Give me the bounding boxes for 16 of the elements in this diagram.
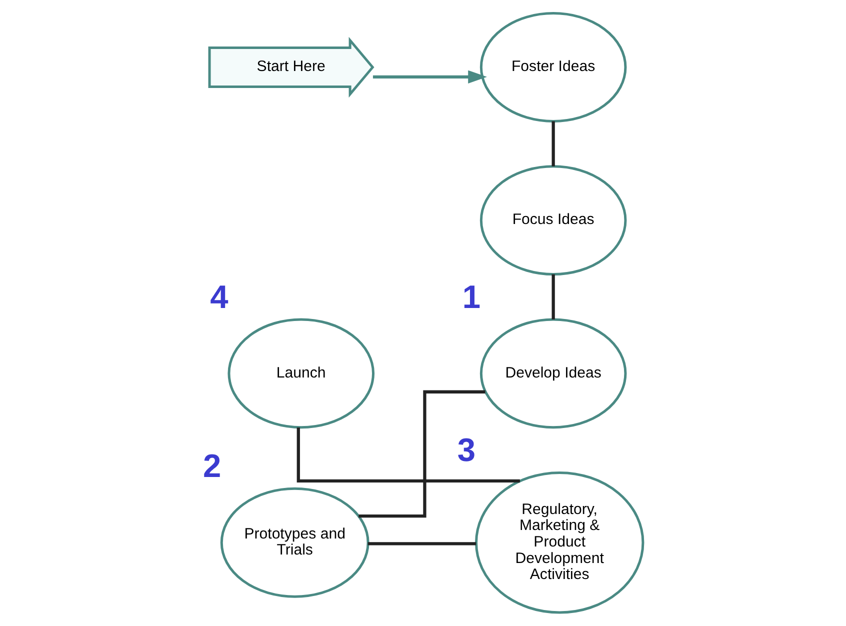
node-ellipse: Launch xyxy=(228,318,375,429)
arrow xyxy=(372,70,487,84)
node-label: 1 xyxy=(462,278,480,315)
node-ellipse: Regulatory, Marketing & Product Development Activities xyxy=(474,471,644,614)
connector xyxy=(552,121,555,166)
connector xyxy=(552,274,555,320)
node-label: 4 xyxy=(210,278,228,315)
connector xyxy=(296,428,520,483)
node-ellipse: Prototypes and Trials xyxy=(220,487,370,598)
node-label: 3 xyxy=(457,430,476,468)
node-ellipse: Focus Ideas xyxy=(480,165,627,276)
node-label: 2 xyxy=(203,447,222,484)
connector xyxy=(368,542,476,546)
connector xyxy=(358,390,486,518)
node-ellipse: Develop Ideas xyxy=(480,318,627,429)
node-ellipse: Foster Ideas xyxy=(480,12,627,122)
